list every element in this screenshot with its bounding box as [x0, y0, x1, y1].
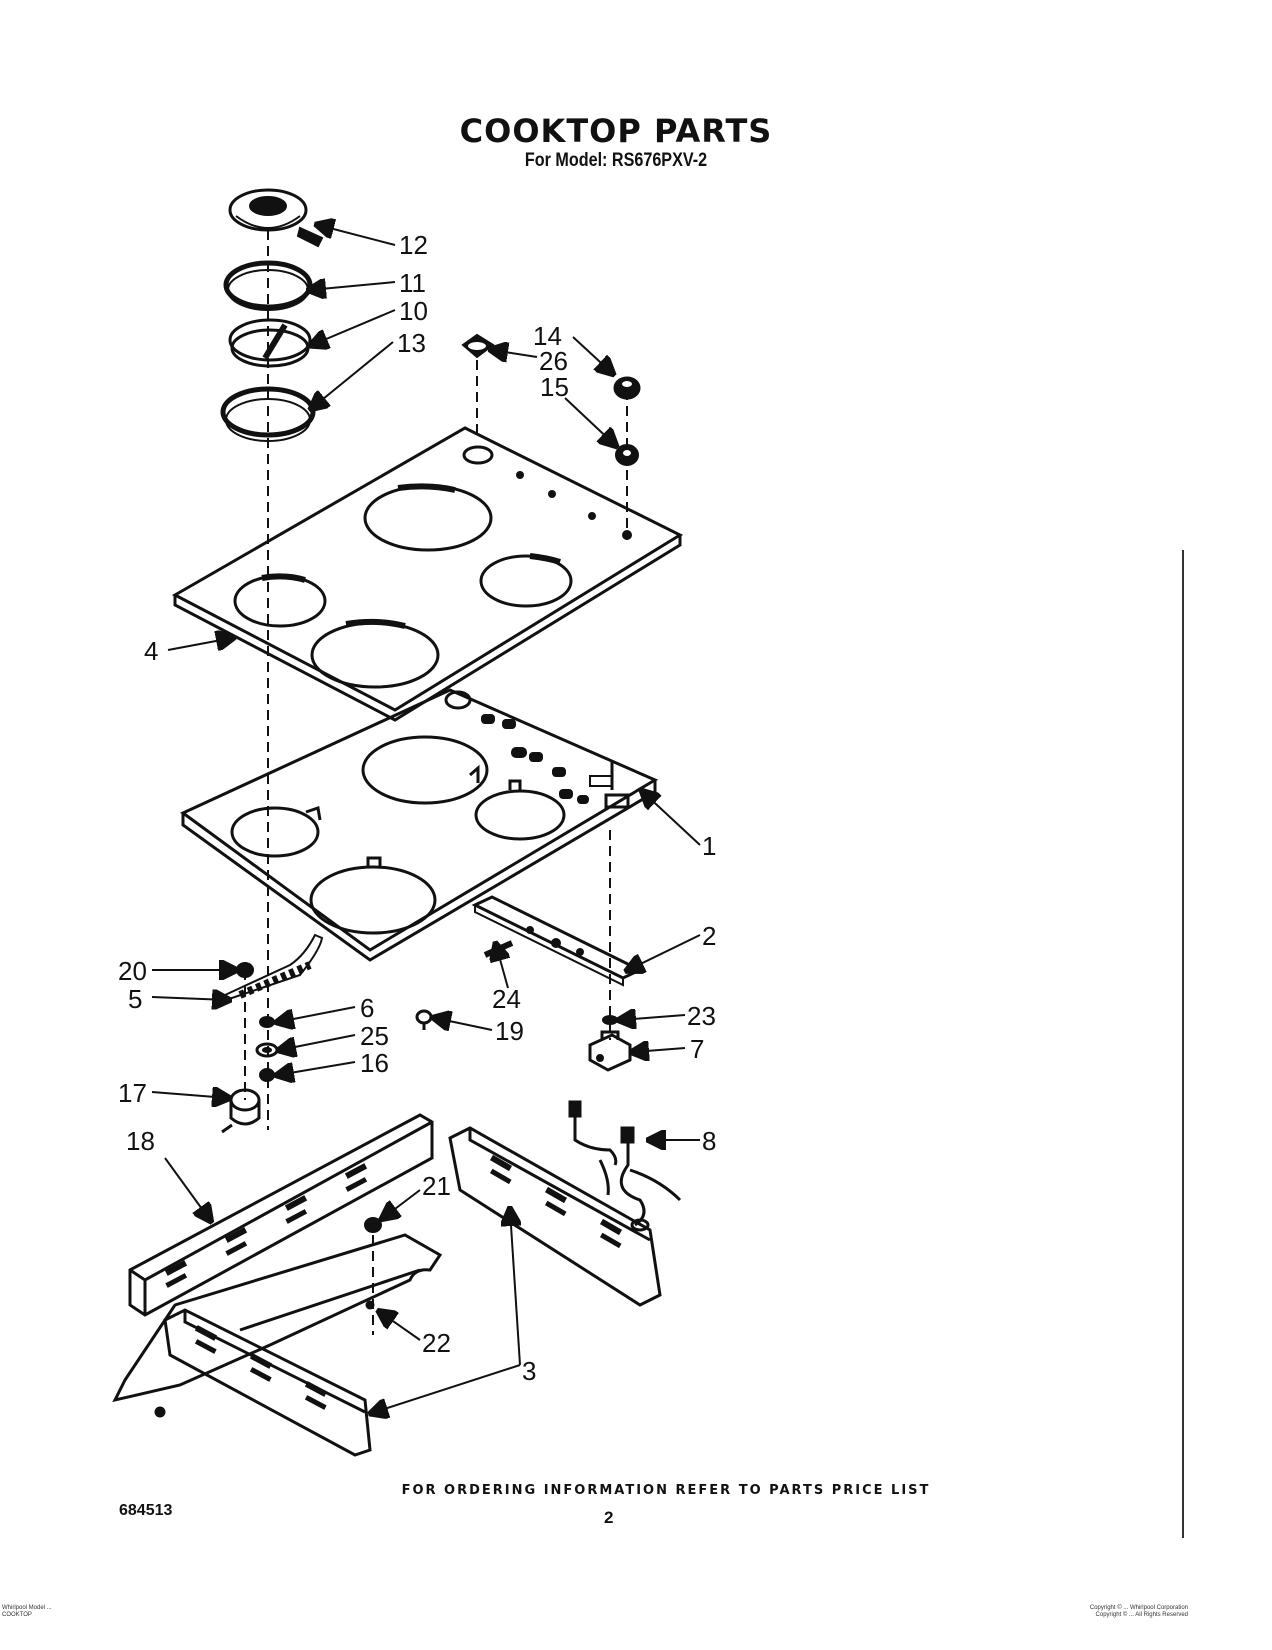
- grommet: [602, 1015, 618, 1025]
- callout-24: 24: [492, 984, 521, 1014]
- rail-slots: [164, 1163, 368, 1288]
- callout-19: 19: [495, 1016, 524, 1046]
- callout-26: 26: [539, 346, 568, 376]
- rail-screw: [364, 1217, 382, 1233]
- callout-labels: 1 2 3 4 5 6 7 8 10 11 12 13 14 15 16 17 …: [118, 230, 716, 1386]
- selector-switch: [588, 1030, 632, 1072]
- glass-cooktop: [171, 426, 684, 722]
- fine-print-right: Copyright © ... Whirlpool Corporation Co…: [978, 1605, 1188, 1619]
- document-number: 684513: [119, 1502, 173, 1519]
- control-knob: [613, 376, 641, 400]
- callout-20: 20: [118, 956, 147, 986]
- scan-edge-line: [1182, 550, 1184, 1538]
- front-rail: [128, 1113, 434, 1317]
- callout-12: 12: [399, 230, 428, 260]
- callout-7: 7: [690, 1034, 704, 1064]
- callout-5: 5: [128, 984, 142, 1014]
- copyright-line: Copyright © ... All Rights Reserved: [1095, 1612, 1188, 1618]
- callout-16: 16: [360, 1048, 389, 1078]
- bottom-pan: [112, 1233, 443, 1418]
- left-hardware: [217, 933, 324, 1134]
- alignment-axes: [244, 230, 628, 1335]
- fine-print-left-line: COOKTOP: [2, 1612, 32, 1618]
- drip-bowl: [228, 318, 312, 368]
- callout-4: 4: [144, 636, 158, 666]
- element-cap: [228, 188, 324, 248]
- copyright-line: Copyright © ... Whirlpool Corporation: [1089, 1605, 1188, 1611]
- surface-element-stack: [220, 188, 324, 442]
- callout-2: 2: [702, 921, 716, 951]
- callout-10: 10: [399, 296, 428, 326]
- callout-11: 11: [399, 268, 426, 298]
- callout-18: 18: [126, 1126, 155, 1156]
- mounting-bracket: [471, 895, 644, 987]
- page-subtitle: For Model: RS676PXV-2: [524, 150, 708, 171]
- fine-print-left: Whirlpool Model ... COOKTOP: [2, 1605, 52, 1619]
- page-title: COOKTOP PARTS: [459, 112, 773, 150]
- callout-8: 8: [702, 1126, 716, 1156]
- callout-13: 13: [397, 328, 426, 358]
- indicator-light-lens: [461, 333, 495, 359]
- infinite-switch: [221, 1088, 261, 1134]
- knob-bezel: [615, 444, 639, 466]
- callout-21: 21: [422, 1171, 451, 1201]
- callout-25: 25: [360, 1021, 389, 1051]
- leader-lines: [151, 225, 701, 1413]
- callout-1: 1: [702, 831, 716, 861]
- callout-3: 3: [522, 1356, 536, 1386]
- callout-15: 15: [540, 372, 569, 402]
- wire-harness: [568, 1100, 682, 1232]
- control-cutouts: [481, 714, 630, 809]
- screw: [415, 1009, 433, 1030]
- cooktop-main-top: [180, 688, 659, 962]
- callout-17: 17: [118, 1078, 147, 1108]
- page-number: 2: [604, 1508, 614, 1527]
- rear-rail: [163, 1308, 372, 1457]
- right-rail: [448, 1126, 662, 1307]
- callout-23: 23: [687, 1001, 716, 1031]
- fine-print-left-line: Whirlpool Model ...: [2, 1605, 52, 1611]
- ordering-info-note: FOR ORDERING INFORMATION REFER TO PARTS …: [401, 1483, 931, 1498]
- callout-22: 22: [422, 1328, 451, 1358]
- callout-6: 6: [360, 993, 374, 1023]
- callout-14: 14: [533, 321, 562, 351]
